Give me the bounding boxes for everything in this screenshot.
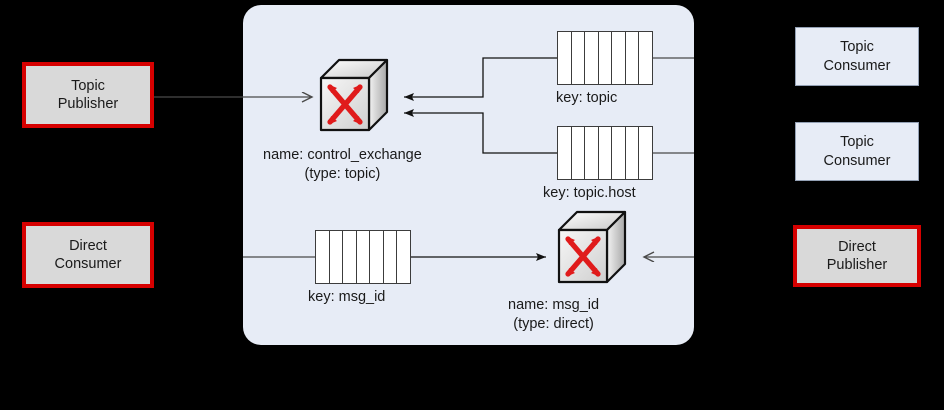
queue-msg-id-label: key: msg_id <box>308 289 386 305</box>
queue-segment <box>572 127 586 179</box>
queue-segment <box>599 127 613 179</box>
control-exchange-icon <box>313 56 395 143</box>
queue-segment <box>572 32 586 84</box>
queue-segment <box>558 32 572 84</box>
msg-id-exchange-type: (type: direct) <box>513 315 594 332</box>
msg-id-exchange-name: name: msg_id <box>508 297 600 313</box>
queue-segment <box>357 231 371 283</box>
direct-publisher-line-1: Direct <box>838 238 876 255</box>
topic-consumer-2-line-2: Consumer <box>823 152 891 169</box>
topic-publisher-box[interactable]: Topic Publisher <box>22 62 154 128</box>
control-exchange-name: name: control_exchange <box>263 147 422 163</box>
direct-publisher-line-2: Publisher <box>826 257 888 273</box>
queue-segment <box>397 231 410 283</box>
queue-segment <box>343 231 357 283</box>
topic-publisher-line-1: Topic <box>71 77 105 94</box>
direct-consumer-box[interactable]: Direct Consumer <box>22 222 154 288</box>
queue-topic <box>557 31 653 85</box>
queue-msg-id <box>315 230 411 284</box>
direct-consumer-line-2: Consumer <box>54 256 122 272</box>
queue-segment <box>558 127 572 179</box>
queue-segment <box>330 231 344 283</box>
topic-consumer-box-1[interactable]: Topic Consumer <box>795 27 919 86</box>
topic-consumer-1-line-1: Topic <box>840 39 874 56</box>
topic-consumer-box-2[interactable]: Topic Consumer <box>795 122 919 181</box>
control-exchange-type: (type: topic) <box>304 165 381 182</box>
queue-segment <box>612 127 626 179</box>
queue-segment <box>599 32 613 84</box>
queue-topic-host-label: key: topic.host <box>543 185 636 201</box>
queue-topic-label: key: topic <box>556 90 618 106</box>
msg-id-exchange-icon <box>551 208 633 295</box>
queue-segment <box>585 32 599 84</box>
queue-segment <box>639 32 652 84</box>
queue-topic-host <box>557 126 653 180</box>
direct-publisher-box[interactable]: Direct Publisher <box>793 225 921 287</box>
queue-segment <box>626 32 640 84</box>
queue-segment <box>612 32 626 84</box>
queue-segment <box>626 127 640 179</box>
topic-consumer-2-line-1: Topic <box>840 134 874 151</box>
queue-segment <box>316 231 330 283</box>
queue-segment <box>639 127 652 179</box>
direct-consumer-line-1: Direct <box>69 237 107 254</box>
topic-consumer-1-line-2: Consumer <box>823 57 891 74</box>
msg-id-exchange-label: name: msg_id (type: direct) <box>508 296 599 334</box>
queue-segment <box>370 231 384 283</box>
queue-segment <box>585 127 599 179</box>
control-exchange-label: name: control_exchange (type: topic) <box>263 146 422 184</box>
queue-segment <box>384 231 398 283</box>
topic-publisher-line-2: Publisher <box>57 96 119 112</box>
